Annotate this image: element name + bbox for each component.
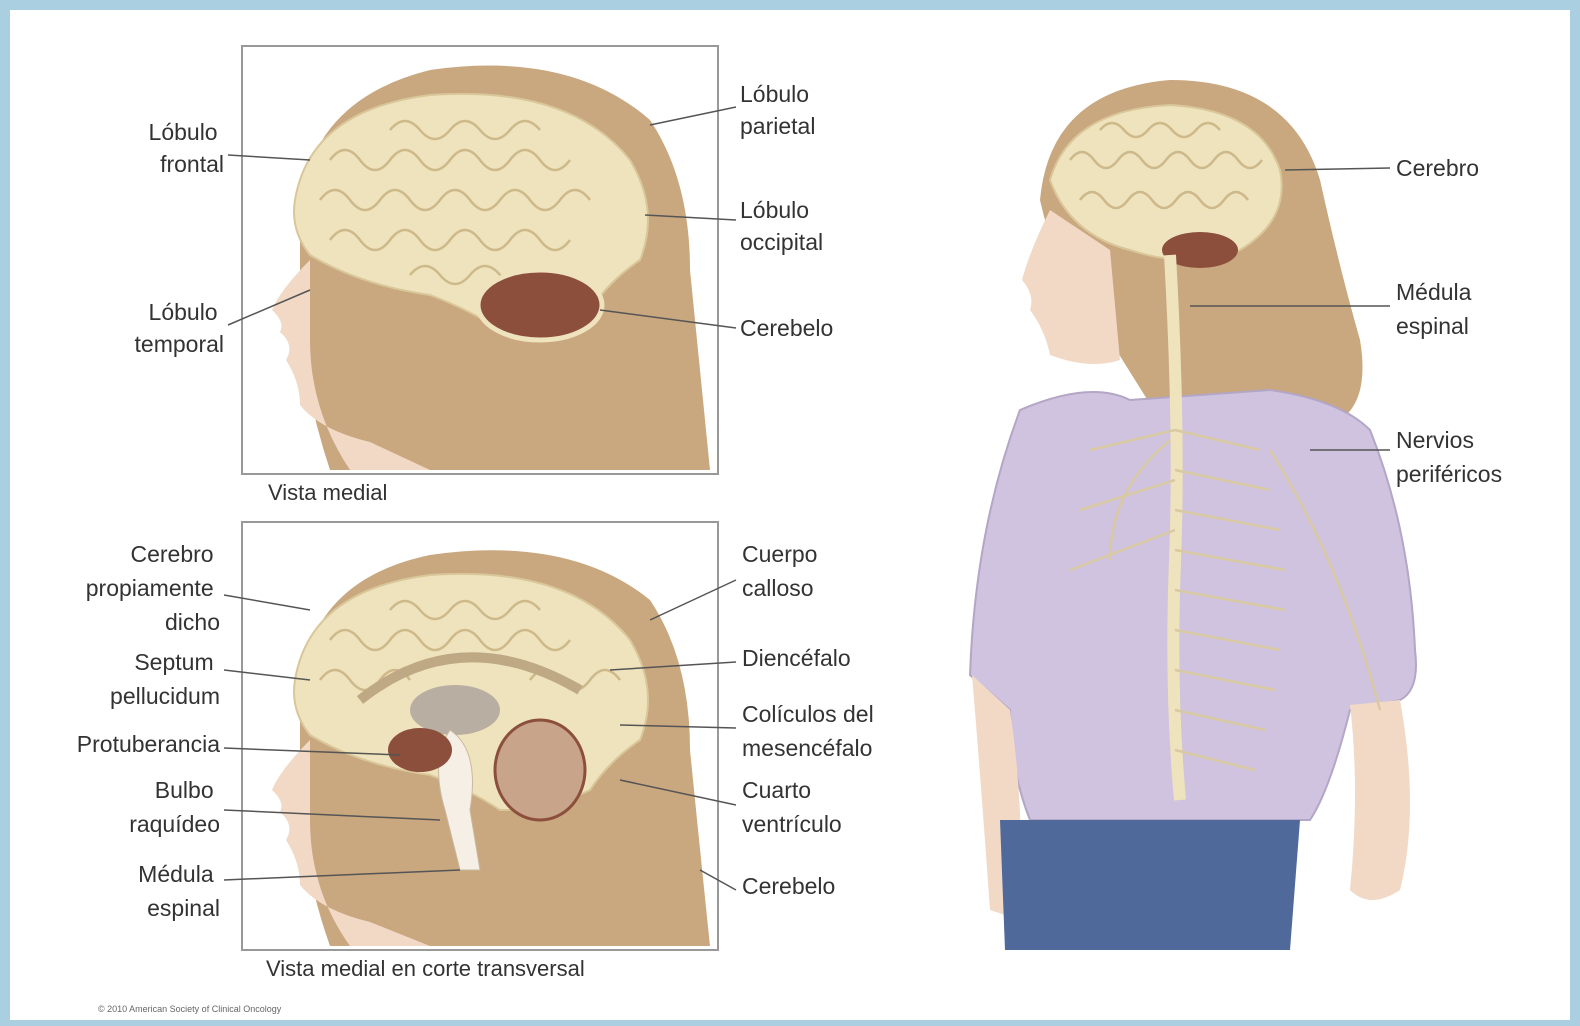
label-cuerpo-calloso: Cuerpo calloso — [742, 541, 824, 601]
diencephalon — [410, 685, 500, 735]
body-spinal-cord — [1170, 255, 1180, 800]
label-medula-espinal-bottom: Médula espinal — [138, 861, 220, 921]
pons — [388, 728, 452, 772]
label-coliculos-mesencefalo: Colículos del mesencéfalo — [742, 701, 880, 761]
label-cuarto-ventriculo: Cuarto ventrículo — [742, 777, 842, 837]
label-septum-pellucidum: Septum pellucidum — [110, 649, 220, 709]
body-arm-right — [1350, 700, 1410, 900]
label-lobulo-temporal: Lóbulo temporal — [135, 299, 224, 357]
label-diencefalo: Diencéfalo — [742, 645, 851, 671]
label-cerebro-propiamente-dicho: Cerebro propiamente dicho — [86, 541, 220, 635]
diagram-frame: Lóbulo frontal Lóbulo parietal Lóbulo oc… — [10, 10, 1570, 1020]
label-lobulo-occipital: Lóbulo occipital — [740, 197, 823, 255]
cerebellum — [478, 270, 602, 340]
bottom-panel: Cerebro propiamente dicho Septum pelluci… — [77, 522, 880, 981]
label-protuberancia: Protuberancia — [77, 731, 220, 757]
label-cerebelo-bottom: Cerebelo — [742, 873, 835, 899]
caption-vista-medial: Vista medial — [268, 480, 387, 505]
label-nervios-perifericos: Nervios periféricos — [1396, 427, 1502, 487]
body-jeans — [1000, 820, 1300, 950]
label-cerebro-body: Cerebro — [1396, 155, 1479, 181]
caption-vista-medial-corte: Vista medial en corte transversal — [266, 956, 585, 981]
label-lobulo-frontal: Lóbulo frontal — [149, 119, 224, 177]
nervous-system-illustration: Lóbulo frontal Lóbulo parietal Lóbulo oc… — [10, 10, 1570, 1020]
body-figure: Cerebro Médula espinal Nervios periféric… — [970, 80, 1502, 950]
label-cerebelo-top: Cerebelo — [740, 315, 833, 341]
label-medula-espinal-body: Médula espinal — [1396, 279, 1478, 339]
top-panel: Lóbulo frontal Lóbulo parietal Lóbulo oc… — [135, 46, 834, 505]
label-bulbo-raquideo: Bulbo raquídeo — [129, 777, 220, 837]
cerebellum-section — [495, 720, 585, 820]
label-lobulo-parietal: Lóbulo parietal — [740, 81, 815, 139]
copyright-notice: © 2010 American Society of Clinical Onco… — [98, 1004, 282, 1014]
